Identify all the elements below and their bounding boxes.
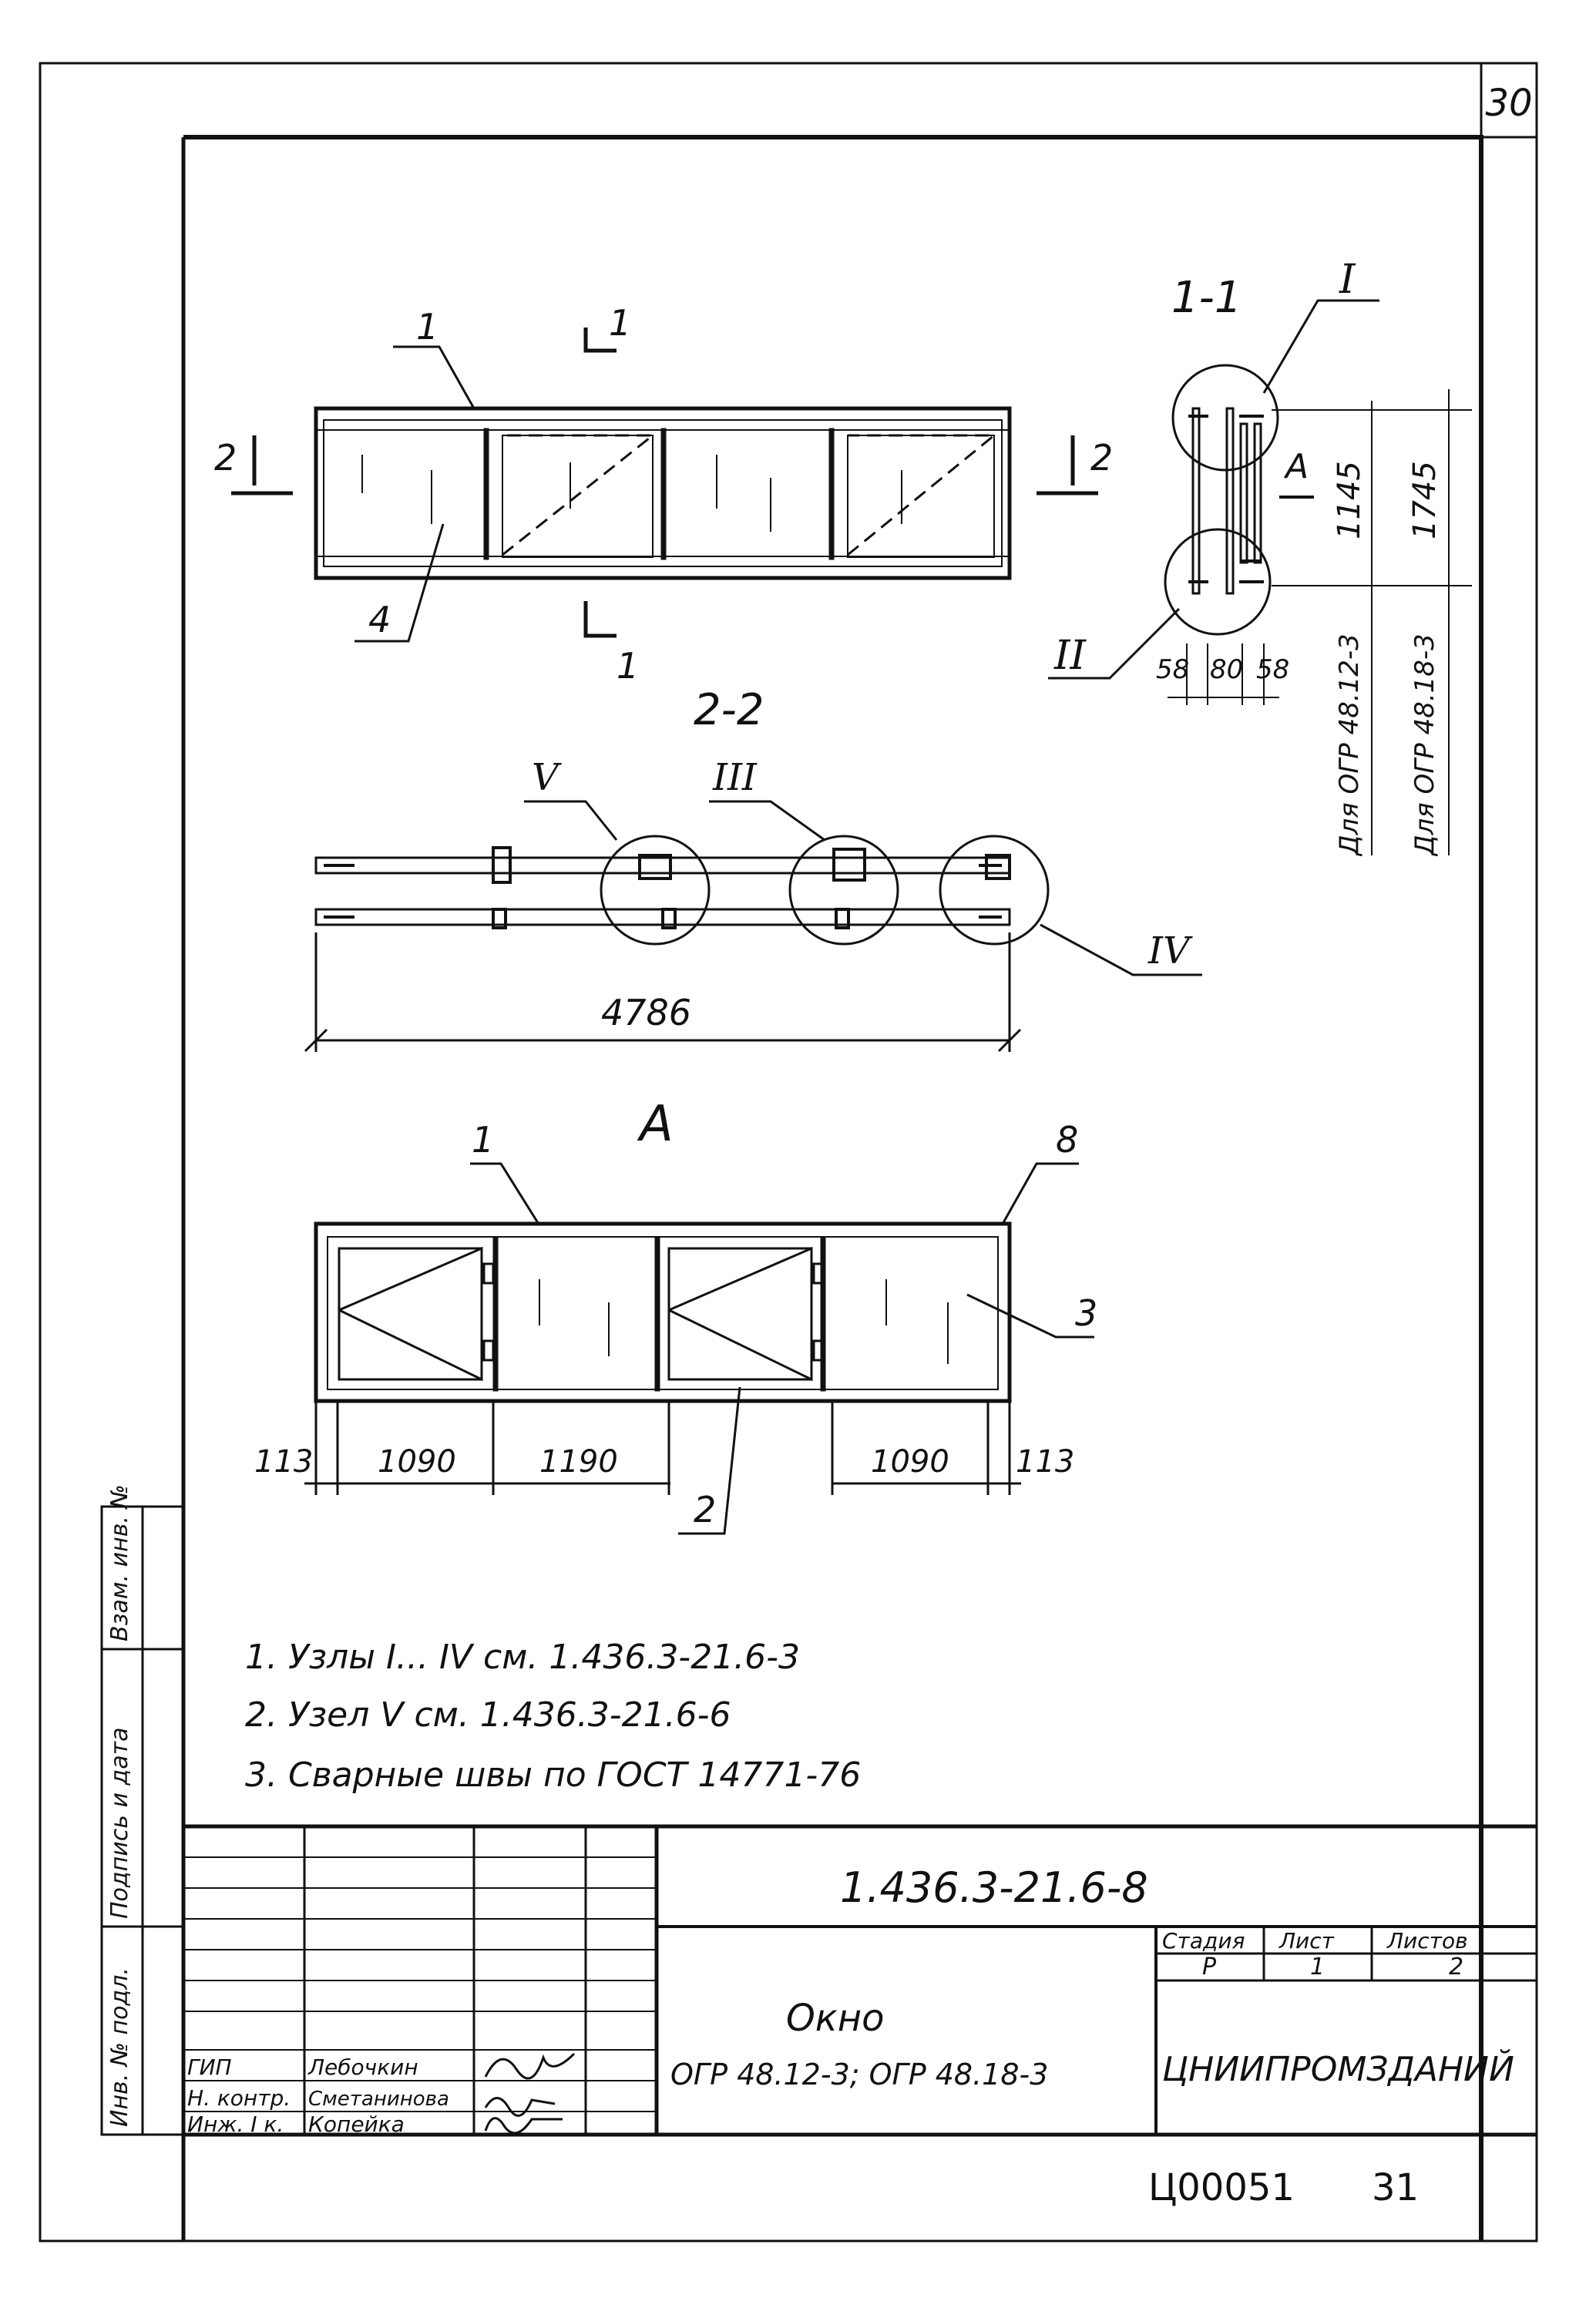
handwritten-signatures — [484, 2052, 576, 2135]
view-a-callout-2: 2 — [694, 1489, 716, 1530]
sheet-number: 30 — [1485, 82, 1532, 125]
sheet-header: Лист — [1278, 1928, 1335, 1954]
section-cut-1-bottom: 1 — [617, 645, 639, 687]
node-II-label: II — [1053, 633, 1087, 679]
note-3: 3. Сварные швы по ГОСТ 14771-76 — [245, 1755, 861, 1795]
section-cut-2-right: 2 — [1090, 437, 1113, 479]
footer-page: 31 — [1372, 2166, 1419, 2209]
section-2-2-title: 2-2 — [694, 685, 764, 735]
view-a-callout-3: 3 — [1075, 1292, 1097, 1334]
dim-1-1-58-right: 58 — [1256, 654, 1289, 685]
node-I-label: I — [1339, 257, 1356, 303]
sheet-value: 1 — [1310, 1954, 1325, 1981]
section-cut-2-marks — [231, 435, 1098, 496]
signature-name-inzh: Копейка — [308, 2112, 405, 2137]
dim-a-1190: 1190 — [539, 1444, 618, 1480]
dim-1-1-80: 80 — [1210, 654, 1243, 685]
section-2-2-profile — [314, 835, 1050, 946]
dim-4786-line — [304, 932, 1022, 1053]
section-1-1-dimensions — [1168, 389, 1472, 855]
organization: ЦНИИПРОМЗДАНИЙ — [1162, 2048, 1514, 2089]
dim-4786: 4786 — [601, 992, 691, 1033]
node-I-callout — [1262, 299, 1379, 394]
note-1: 1. Узлы I... IV см. 1.436.3-21.6-3 — [245, 1638, 800, 1677]
label-ogr-48-18: Для ОГР 48.18-3 — [1410, 633, 1440, 857]
sheets-header: Листов — [1386, 1928, 1468, 1954]
side-stamp-replace: Взам. инв. № — [106, 1484, 133, 1641]
view-a-title: А — [637, 1096, 674, 1153]
signature-role-inzh: Инж. I к. — [187, 2112, 284, 2137]
section-1-1-profile — [1164, 364, 1314, 636]
view-a-callout-8: 8 — [1056, 1119, 1078, 1161]
stage-header: Стадия — [1162, 1928, 1245, 1954]
sheet-frame — [39, 62, 1538, 2243]
title-block-grid — [183, 1824, 1537, 2137]
dim-1-1-58-left: 58 — [1156, 654, 1189, 685]
section-cut-2-left: 2 — [214, 437, 237, 479]
node-IV-label: IV — [1147, 929, 1193, 973]
signature-role-gip: ГИП — [187, 2054, 232, 2080]
dim-a-1090-left: 1090 — [378, 1444, 456, 1480]
signature-name-gip: Лебочкин — [307, 2054, 418, 2080]
view-a-dimension-lines — [304, 1403, 1021, 1495]
node-III-label: III — [712, 756, 758, 799]
dim-a-1090-right: 1090 — [871, 1444, 949, 1480]
view-a-elevation — [314, 1221, 1012, 1403]
front-callout-4-label: 4 — [368, 599, 391, 640]
signature-name-nkontr: Сметанинова — [308, 2088, 449, 2111]
product-subtitle: ОГР 48.12-3; ОГР 48.18-3 — [670, 2058, 1048, 2091]
front-elevation — [314, 406, 1012, 580]
side-stamp-inv: Инв. № подл. — [106, 1967, 133, 2127]
side-stamp — [100, 1505, 185, 2136]
note-2: 2. Узел V см. 1.436.3-21.6-6 — [245, 1695, 731, 1735]
view-a-glass-hatching — [539, 1279, 949, 1364]
front-callout-1 — [393, 345, 475, 409]
signature-role-nkontr: Н. контр. — [187, 2085, 291, 2111]
dim-a-113-right: 113 — [1016, 1444, 1074, 1480]
dim-1745: 1745 — [1407, 461, 1443, 539]
node-II-callout — [1048, 607, 1181, 680]
section-cut-1-marks — [583, 328, 617, 638]
front-callout-1-label: 1 — [416, 306, 438, 348]
footer-code: Ц00051 — [1148, 2166, 1295, 2209]
section-2-2-callouts — [524, 800, 1202, 976]
product-name: Окно — [786, 1997, 885, 2040]
section-cut-1-top: 1 — [609, 302, 631, 344]
view-a-callouts — [470, 1162, 1094, 1535]
sheets-value: 2 — [1449, 1954, 1463, 1981]
sash-opening-marks — [502, 434, 998, 556]
front-callout-4 — [354, 523, 445, 643]
section-1-1-view-arrow: А — [1283, 447, 1309, 486]
dim-a-113-left: 113 — [254, 1444, 313, 1480]
side-stamp-sign: Подпись и дата — [106, 1728, 133, 1920]
label-ogr-48-12: Для ОГР 48.12-3 — [1334, 633, 1365, 857]
glass-hatching — [361, 455, 902, 532]
dim-1145: 1145 — [1332, 461, 1367, 539]
stage-value: Р — [1202, 1954, 1217, 1981]
view-a-callout-1: 1 — [472, 1119, 494, 1161]
node-V-label: V — [532, 756, 562, 799]
document-code: 1.436.3-21.6-8 — [840, 1863, 1148, 1912]
section-1-1-title: 1-1 — [1171, 273, 1242, 323]
